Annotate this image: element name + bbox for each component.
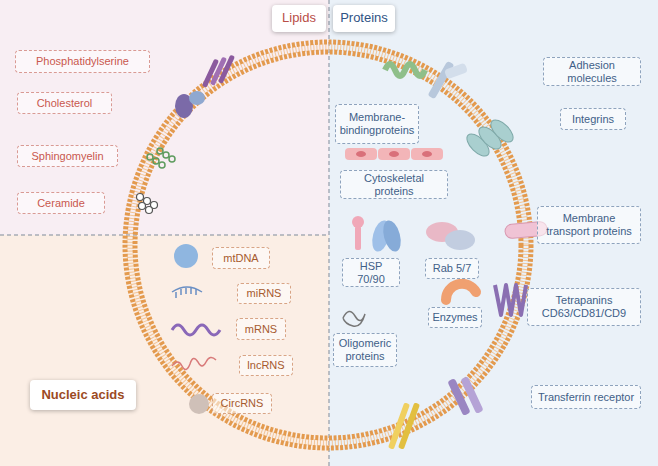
adhesion-shape: [444, 63, 468, 80]
cholesterol-shape: [189, 91, 205, 105]
label-text: Membrane- bindingproteins: [339, 111, 415, 136]
label-text: HSP 70/90: [346, 260, 396, 285]
label-text: Cytoskeletal proteins: [344, 172, 444, 197]
group-heading: Proteins: [333, 5, 395, 32]
label-text: Ceramide: [37, 197, 85, 210]
label-text: mRNS: [245, 323, 277, 336]
molecule-bead: [163, 152, 169, 158]
protein-label: Transferrin receptor: [531, 385, 641, 409]
protein-panel: [329, 0, 658, 466]
membrane-binding-icon: [385, 64, 425, 76]
enzyme-icon: [446, 284, 476, 300]
cholesterol-icon: [175, 91, 205, 118]
label-text: Sphingomyelin: [31, 150, 103, 163]
protein-label: HSP 70/90: [342, 258, 400, 287]
lipid-label: Sphingomyelin: [17, 145, 118, 167]
nucleic-label: CircRNS: [212, 393, 272, 414]
tetraspanin-icon: [495, 285, 526, 315]
molecule-bead: [147, 154, 153, 160]
rab-icon: [426, 222, 475, 250]
lncrna-icon: [172, 357, 216, 369]
molecule-bead: [139, 203, 146, 210]
protein-label: Cytoskeletal proteins: [340, 170, 448, 199]
label-text: Integrins: [572, 113, 614, 126]
filament-dot: [389, 151, 399, 157]
membrane-rod: [398, 402, 420, 449]
divider-line: [0, 235, 329, 236]
lipid-label: Phosphatidylserine: [15, 50, 150, 73]
adhesion-icon: [428, 61, 469, 100]
label-text: Nucleic acids: [41, 388, 124, 403]
mrna-icon: [172, 325, 220, 335]
label-text: mtDNA: [223, 252, 258, 265]
label-text: CircRNS: [221, 397, 264, 410]
protein-label: Membrane transport proteins: [537, 206, 641, 244]
adhesion-shape: [428, 61, 455, 100]
label-text: Rab 5/7: [433, 262, 472, 275]
nucleic-label: lncRNS: [239, 355, 293, 376]
filament-dot: [422, 151, 432, 157]
nucleic-label: miRNS: [237, 283, 291, 304]
group-heading: Lipids: [272, 5, 326, 32]
molecule-bead: [157, 148, 163, 154]
mtdna-icon: [174, 244, 198, 268]
filament-segment: [345, 148, 377, 160]
membrane-inner: [135, 52, 521, 438]
nucleic-label: mRNS: [236, 318, 286, 340]
divider-line: [329, 0, 330, 466]
protein-label: Membrane- bindingproteins: [335, 104, 419, 144]
mirna-icon: [172, 287, 202, 298]
molecule-bead: [153, 158, 159, 164]
ceramide-icon: [137, 194, 158, 214]
nucleic-label: mtDNA: [212, 247, 270, 269]
protein-label: Oligomeric proteins: [333, 333, 397, 367]
label-text: Cholesterol: [37, 97, 93, 110]
integrin-icon: [463, 116, 517, 160]
protein-label: Tetrapanins CD63/CD81/CD9: [527, 288, 641, 326]
molecule-bead: [159, 162, 165, 168]
label-text: Oligomeric proteins: [337, 337, 393, 362]
label-text: Lipids: [282, 11, 316, 26]
protein-label: Rab 5/7: [425, 258, 479, 279]
filament-segment: [411, 148, 443, 160]
sphingomyelin-icon: [147, 148, 175, 168]
lipid-strand: [218, 55, 235, 84]
label-text: Membrane transport proteins: [541, 212, 637, 237]
oligomeric-icon: [343, 311, 365, 326]
filament-dot: [356, 151, 366, 157]
hsp-shape: [355, 226, 361, 250]
molecule-bead: [146, 207, 153, 214]
receptor-shape: [460, 376, 483, 414]
lipid-label: Cholesterol: [17, 92, 112, 114]
label-text: Enzymes: [432, 311, 477, 324]
label-text: Phosphatidylserine: [36, 55, 129, 68]
label-text: Tetrapanins CD63/CD81/CD9: [531, 294, 637, 319]
label-text: Proteins: [340, 11, 388, 26]
filament-segment: [378, 148, 410, 160]
cytoskeleton-icon: [345, 148, 443, 160]
lipid-label: Ceramide: [17, 192, 105, 214]
label-text: Transferrin receptor: [538, 391, 634, 404]
hsp-icon: [352, 216, 404, 254]
molecule-bead: [169, 156, 175, 162]
phosphatidylserine-icon: [202, 55, 235, 88]
rab-shape: [445, 230, 475, 250]
label-text: Adhesion molecules: [547, 59, 637, 84]
protein-label: Adhesion molecules: [543, 57, 641, 86]
lipid-panel: [0, 0, 329, 235]
protein-label: Enzymes: [428, 307, 482, 328]
hsp-shape: [380, 218, 404, 253]
protein-label: Integrins: [560, 108, 626, 130]
integrin-shape: [487, 116, 517, 146]
lipid-tails: [130, 47, 526, 443]
label-text: lncRNS: [247, 359, 284, 372]
membrane-outer: [125, 42, 531, 448]
circrna-icon: [189, 394, 209, 414]
group-heading: Nucleic acids: [30, 380, 136, 410]
label-text: miRNS: [247, 287, 282, 300]
molecule-bead: [137, 194, 144, 201]
transferrin-icon: [388, 376, 484, 449]
